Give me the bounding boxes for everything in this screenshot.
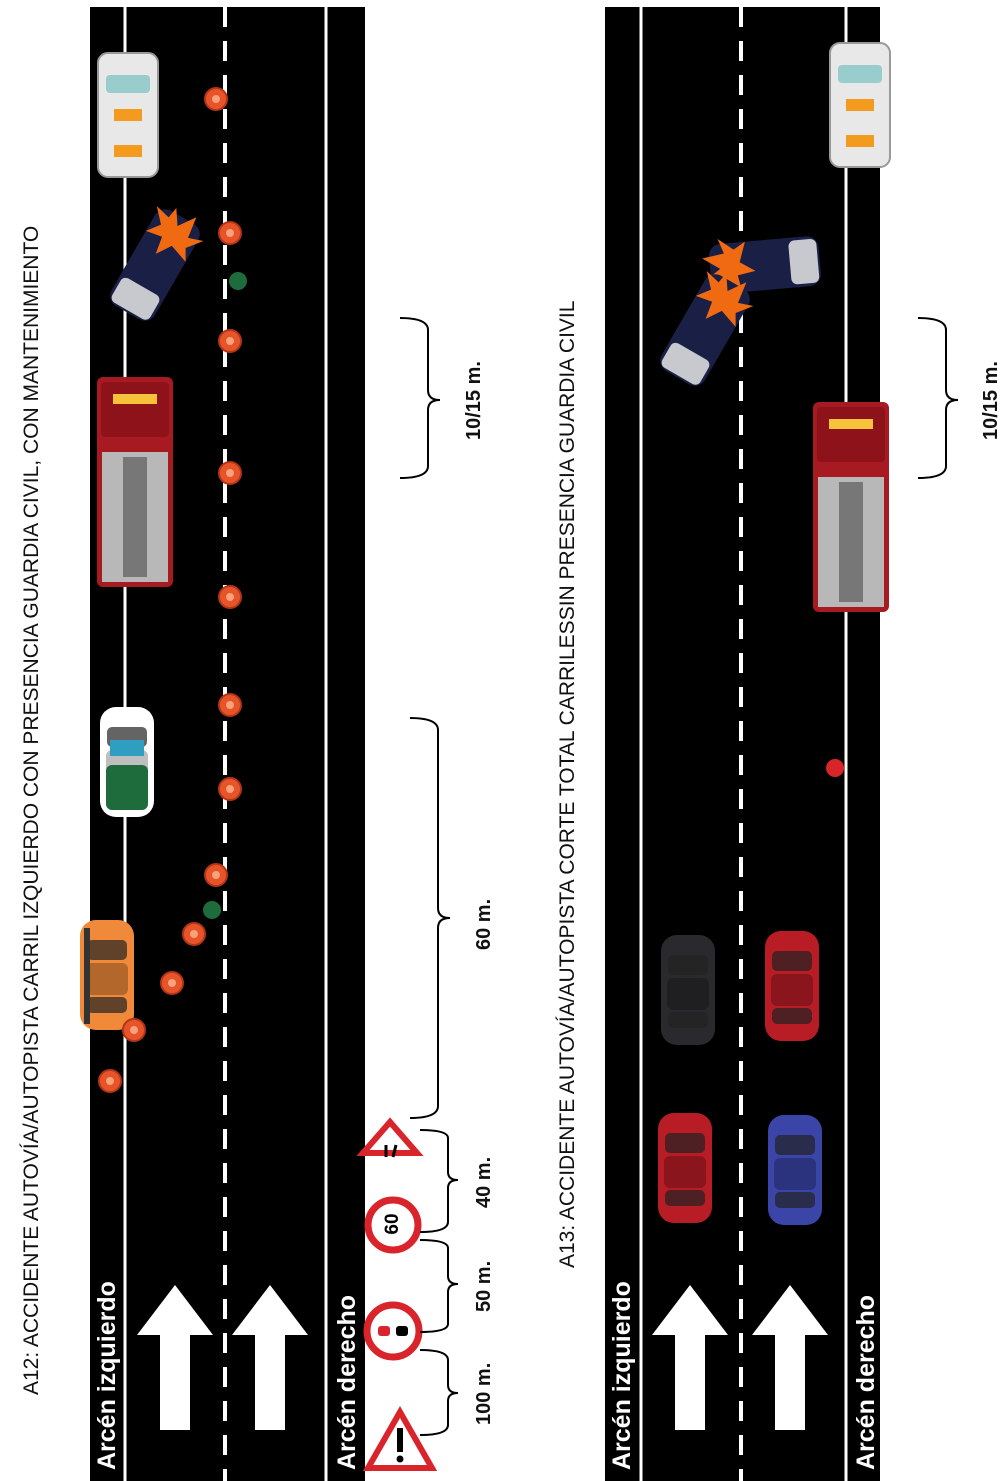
tow-truck-icon [829,42,891,168]
narrowing-sign-icon [356,1117,424,1158]
a12-left-shoulder-label: Arcén izquierdo [93,1281,121,1470]
a13-right-shoulder-label: Arcén derecho [852,1294,880,1470]
car-barrier [84,928,90,1024]
no-overtaking-sign-icon [363,1301,423,1361]
fire-truck-icon [813,402,889,612]
distance-braces [399,317,959,1436]
speed-limit-sign-icon [364,1196,422,1254]
distance-label: 60 m. [473,898,495,950]
guardia-civil-car-icon [100,707,154,817]
fire-truck-icon [97,377,173,587]
distance-label: 40 m. [473,1156,495,1208]
danger-sign-icon [362,1405,438,1471]
guard-person-icon [203,901,221,919]
distance-label: 100 m. [473,1362,495,1425]
queued-car-icon [658,1113,712,1223]
queued-car-icon [765,931,819,1041]
a13-left-shoulder-label: Arcén izquierdo [608,1281,636,1470]
speed-limit-value: 60 [382,1213,403,1235]
queued-car-icon [768,1115,822,1225]
queued-car-icon [661,935,715,1045]
distance-label: 10/15 m. [980,361,1000,440]
distance-label: 10/15 m. [463,361,485,440]
tow-truck-icon [97,52,159,178]
person-icon [826,759,844,777]
a12-right-shoulder-label: Arcén derecho [333,1294,361,1470]
road-a13 [605,7,880,1481]
guard-person-icon [229,272,247,290]
distance-label: 50 m. [473,1260,495,1312]
